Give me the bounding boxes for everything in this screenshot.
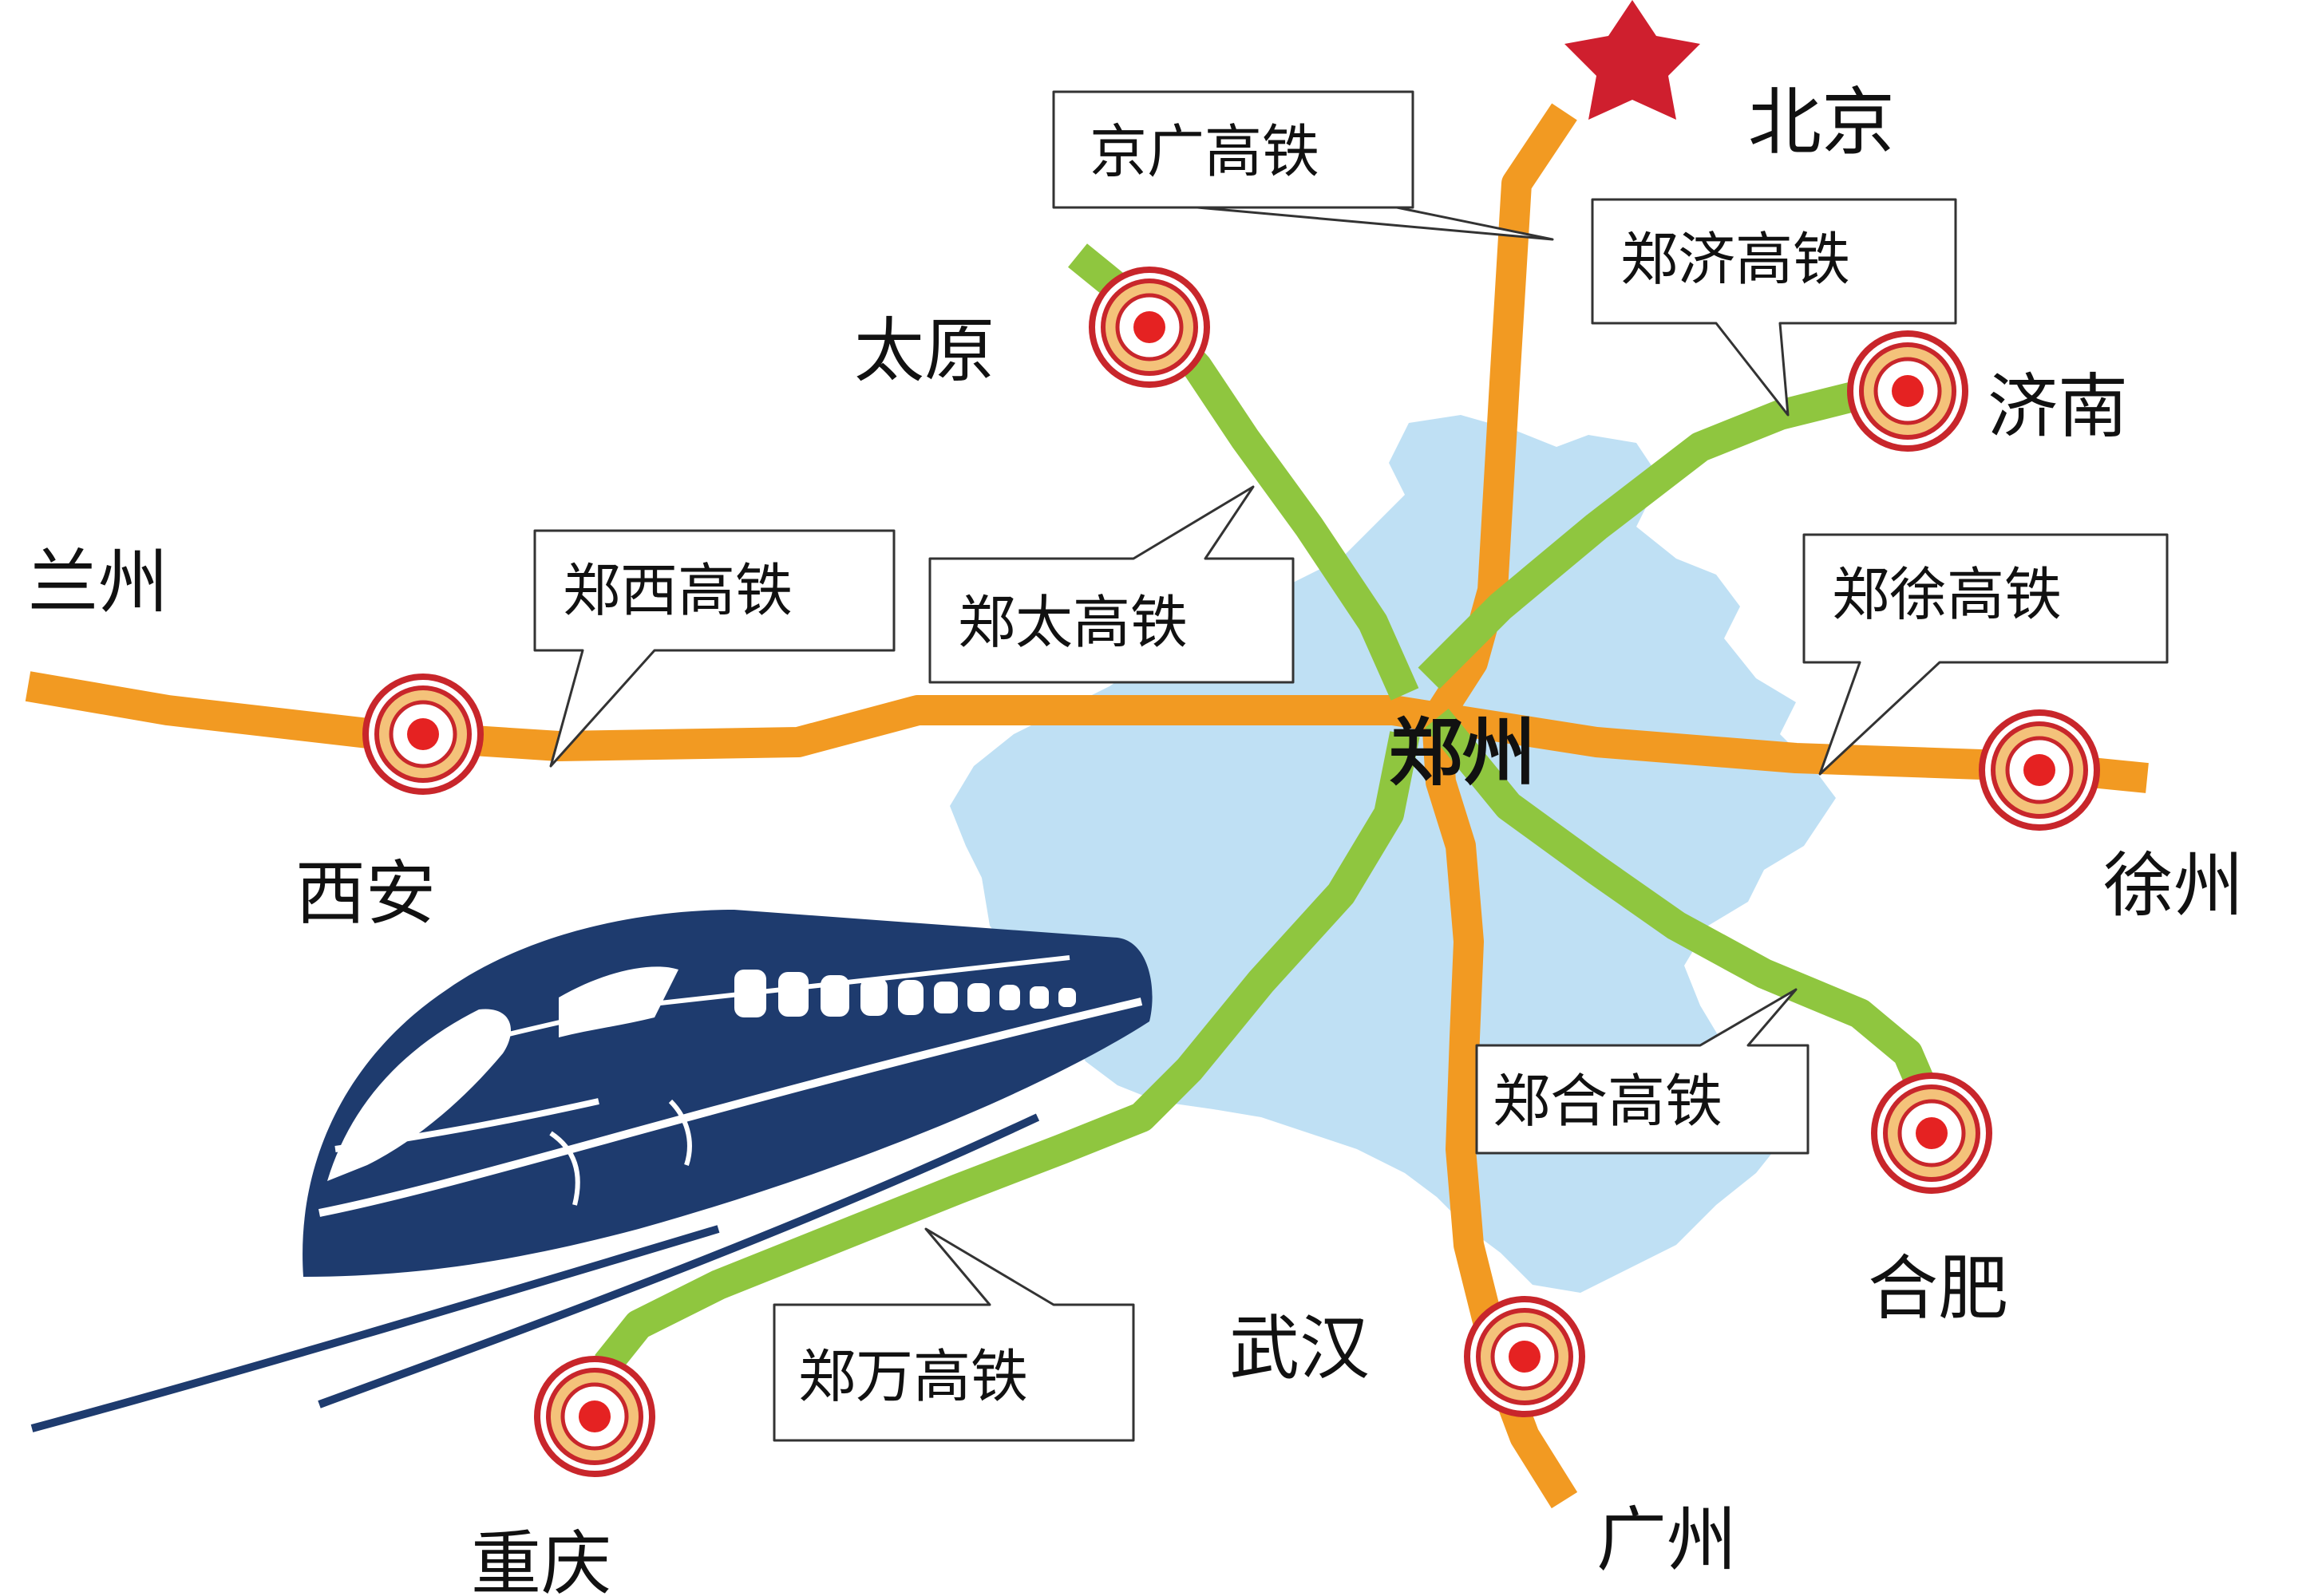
henan-province-area xyxy=(950,415,1836,1293)
line-label-jingguang: 京广高铁 xyxy=(1090,118,1319,185)
city-label-jinan: 济南 xyxy=(1988,365,2128,448)
callout-jingguang: 京广高铁 xyxy=(1052,90,1554,241)
callout-zhengxi: 郑西高铁 xyxy=(533,529,896,768)
zhengwan-railway-line xyxy=(595,731,1420,1374)
high-speed-train-icon xyxy=(30,910,1153,1432)
city-label-hefei: 合肥 xyxy=(1868,1247,2008,1329)
stations-layer xyxy=(362,267,2100,1477)
city-label-guangzhou: 广州 xyxy=(1596,1499,1737,1581)
callout-zhengxu: 郑徐高铁 xyxy=(1802,533,2169,776)
line-label-zhengtai: 郑太高铁 xyxy=(958,589,1188,656)
station-target-icon xyxy=(534,1356,655,1477)
line-label-zhengxu: 郑徐高铁 xyxy=(1832,561,2062,628)
line-label-zhengji: 郑济高铁 xyxy=(1620,226,1850,293)
line-label-zhengwan: 郑万高铁 xyxy=(798,1343,1028,1410)
city-label-xian: 西安 xyxy=(295,852,436,934)
station-target-icon xyxy=(1847,330,1968,452)
city-label-beijing: 北京 xyxy=(1748,80,1895,165)
line-label-zhengxi: 郑西高铁 xyxy=(563,557,793,624)
city-label-chongqing: 重庆 xyxy=(471,1523,611,1596)
zhenghe-railway-line xyxy=(1425,708,1946,1116)
city-label-zhengzhou: 郑州 xyxy=(1389,710,1536,796)
station-target-icon xyxy=(1871,1073,1992,1194)
callout-zhengwan: 郑万高铁 xyxy=(773,1227,1135,1442)
station-target-icon xyxy=(1979,709,2100,831)
callout-zhenghe: 郑合高铁 xyxy=(1475,988,1810,1155)
station-target-icon xyxy=(1464,1296,1585,1417)
city-label-xuzhou: 徐州 xyxy=(2103,844,2244,926)
callout-zhengtai: 郑太高铁 xyxy=(928,485,1295,684)
star-icon xyxy=(1564,0,1700,120)
line-label-zhenghe: 郑合高铁 xyxy=(1493,1068,1723,1135)
callout-zhengji: 郑济高铁 xyxy=(1591,198,1957,417)
city-label-wuhan: 武汉 xyxy=(1229,1307,1370,1389)
station-target-icon xyxy=(362,674,484,795)
station-target-icon xyxy=(1089,267,1210,388)
city-label-lanzhou: 兰州 xyxy=(28,541,168,623)
city-label-taiyuan: 太原 xyxy=(854,310,995,392)
